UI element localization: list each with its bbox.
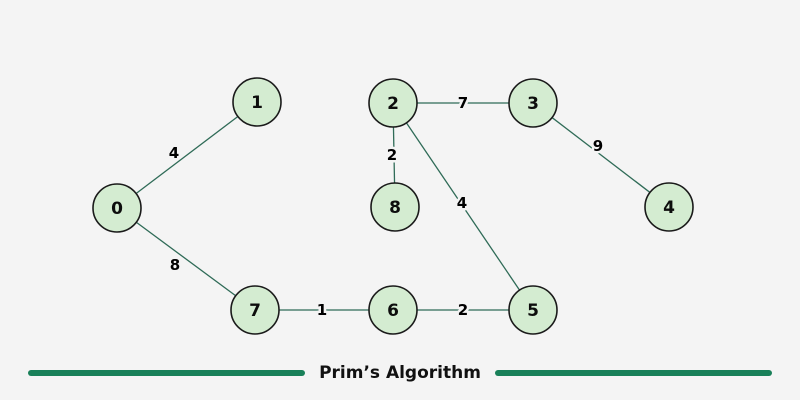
- node-circle[interactable]: [644, 182, 694, 232]
- node-circle[interactable]: [368, 78, 418, 128]
- caption-title: Prim’s Algorithm: [319, 363, 481, 383]
- graph-edge: [135, 221, 237, 297]
- edges-layer: [135, 102, 651, 311]
- node-circle[interactable]: [370, 182, 420, 232]
- graph-node[interactable]: 1: [232, 77, 282, 127]
- graph-node[interactable]: 4: [644, 182, 694, 232]
- node-label: 0: [111, 199, 123, 219]
- caption-rule-left: [28, 370, 306, 376]
- nodes-layer: 0 1 2 3 4 5 6 7 8: [92, 77, 694, 335]
- node-label: 1: [251, 93, 263, 113]
- node-circle[interactable]: [232, 77, 282, 127]
- graph-edge: [405, 122, 521, 291]
- edge-weight-label: 8: [170, 256, 180, 274]
- edge-weight-label: 4: [169, 144, 179, 162]
- graph-edge: [392, 126, 396, 184]
- graph-node[interactable]: 7: [230, 285, 280, 335]
- graph-node[interactable]: 0: [92, 183, 142, 233]
- node-label: 4: [663, 198, 675, 218]
- edge-weight-label: 2: [387, 146, 397, 164]
- node-label: 2: [387, 94, 399, 114]
- graph-edge: [551, 117, 651, 193]
- edge-weight-label: 2: [458, 301, 468, 319]
- node-label: 7: [249, 301, 261, 321]
- graph-node[interactable]: 3: [508, 78, 558, 128]
- graph-node[interactable]: 2: [368, 78, 418, 128]
- graph-node[interactable]: 6: [368, 285, 418, 335]
- node-circle[interactable]: [368, 285, 418, 335]
- graph-edge: [135, 115, 239, 195]
- edge-weight-label: 7: [458, 94, 468, 112]
- edge-weight-label: 1: [317, 301, 327, 319]
- node-circle[interactable]: [508, 78, 558, 128]
- graph-node[interactable]: 5: [508, 285, 558, 335]
- node-label: 3: [527, 94, 539, 114]
- node-label: 6: [387, 301, 399, 321]
- graph-node[interactable]: 8: [370, 182, 420, 232]
- node-circle[interactable]: [230, 285, 280, 335]
- node-circle[interactable]: [92, 183, 142, 233]
- edge-weight-label: 9: [593, 137, 603, 155]
- edge-weight-label: 4: [457, 194, 467, 212]
- caption-bar: Prim’s Algorithm: [0, 360, 800, 386]
- node-circle[interactable]: [508, 285, 558, 335]
- edge-weights-layer: 4 8 7 2 4 9 1 2: [166, 92, 605, 322]
- caption-rule-right: [494, 370, 772, 376]
- node-label: 5: [527, 301, 539, 321]
- node-label: 8: [389, 198, 401, 218]
